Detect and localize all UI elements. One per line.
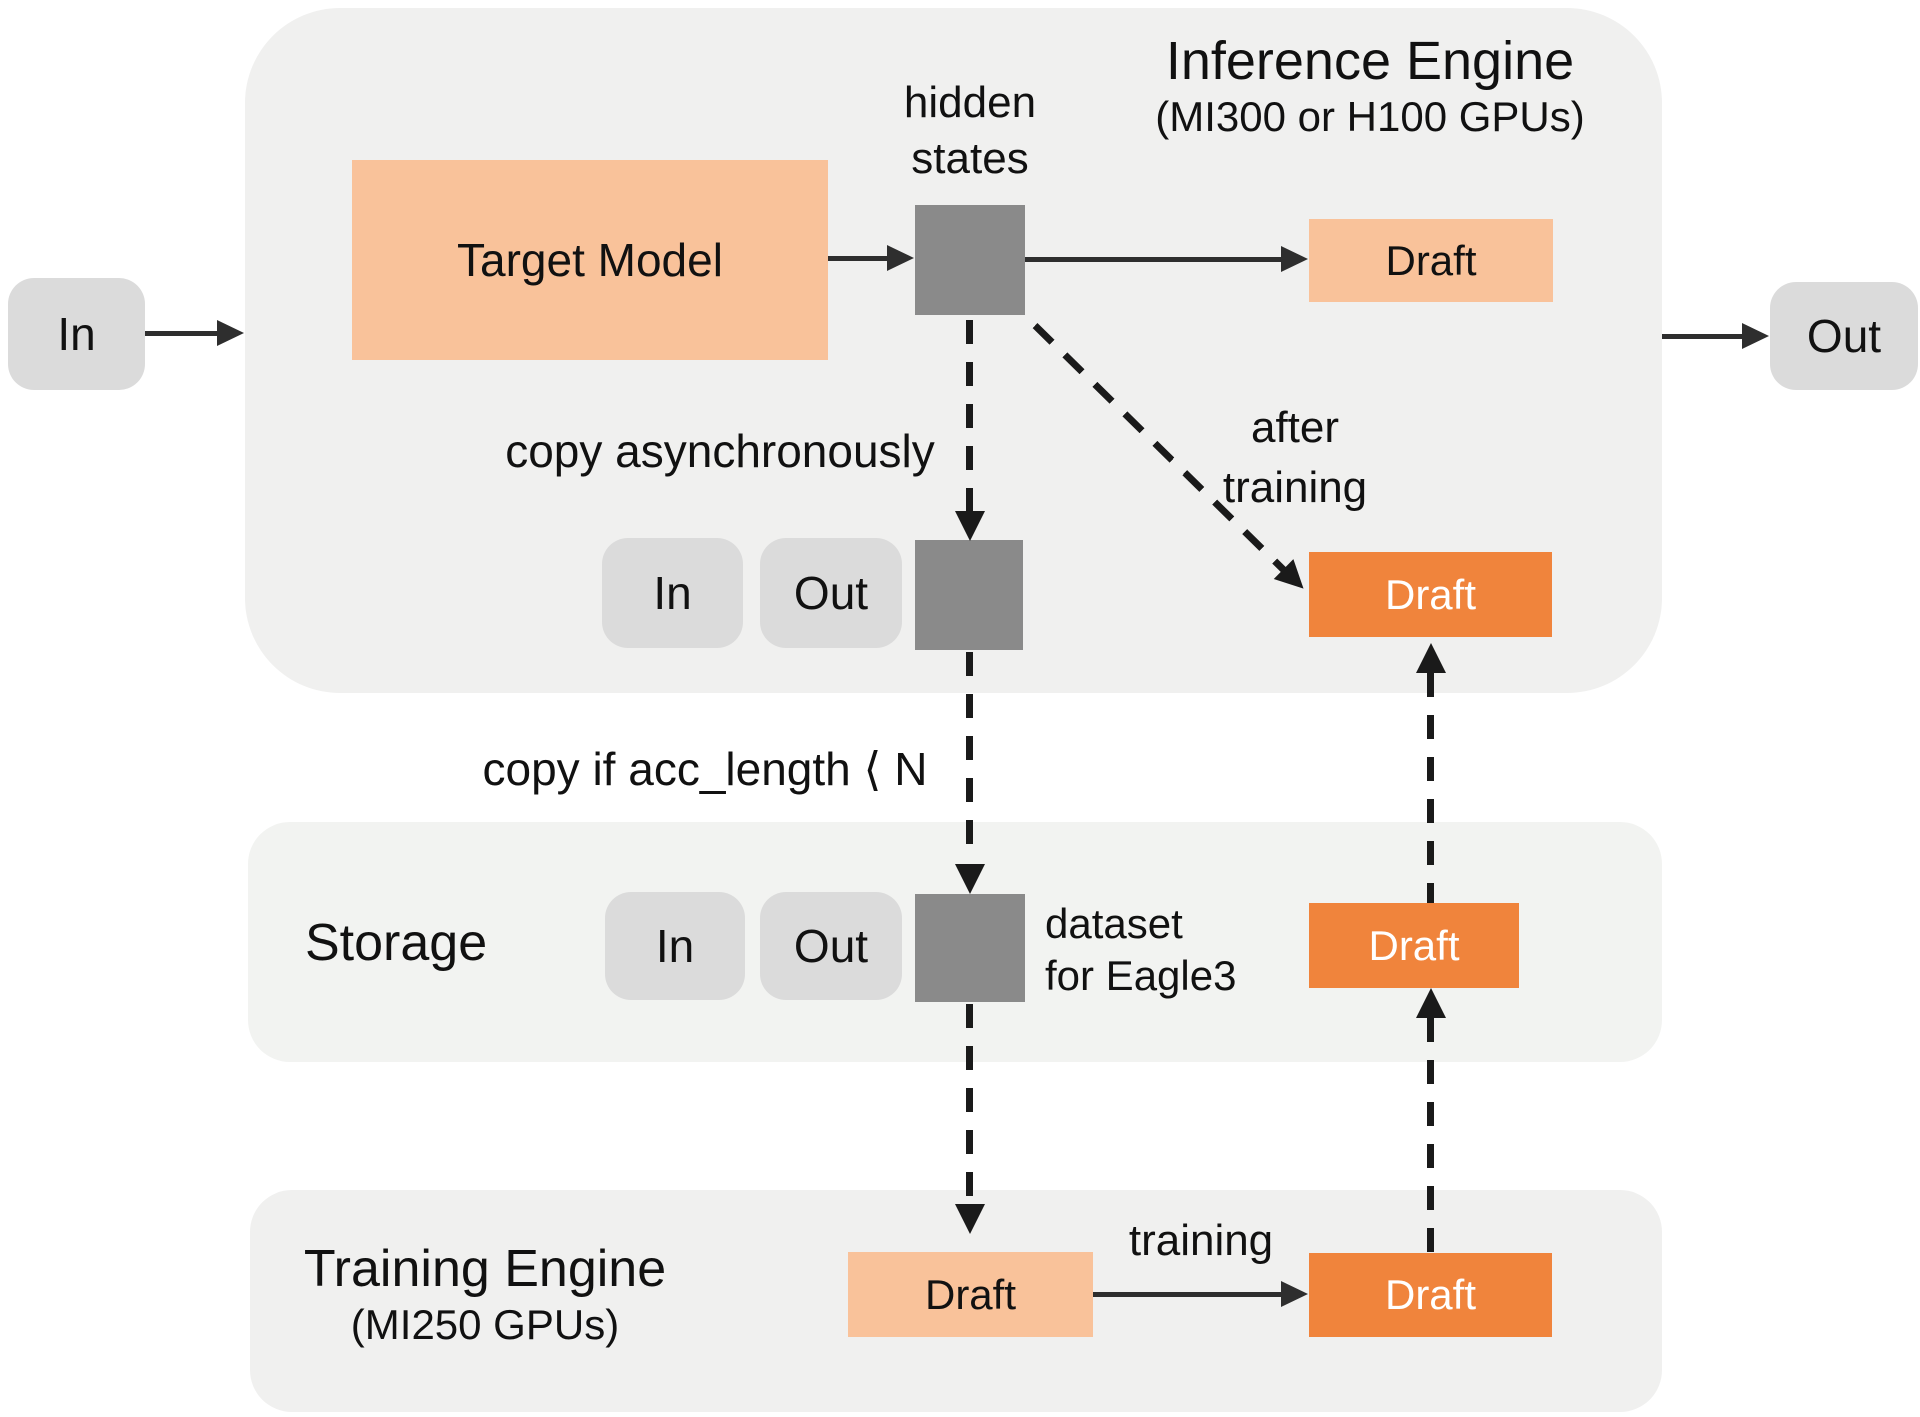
input-endpoint: In (8, 278, 145, 390)
dataset-caption: dataset for Eagle3 (1045, 898, 1305, 1002)
target-model-box: Target Model (352, 160, 828, 360)
dashed-storage-to-inference-arrowhead (1416, 643, 1446, 673)
storage-out-label: Out (793, 920, 869, 972)
training-arrow-label: training (1128, 1216, 1274, 1265)
dashed-copy-async-line (966, 320, 973, 512)
after-training-line2: training (1222, 463, 1368, 512)
inference-in-label: In (653, 567, 692, 619)
dataset-caption-line1: dataset (1045, 900, 1183, 947)
inference-in-box: In (602, 538, 743, 648)
copy-async-label: copy asynchronously (505, 425, 935, 477)
after-training-line1: after (1250, 403, 1340, 452)
dashed-training-to-storage-line (1427, 1018, 1434, 1253)
hidden-states-line1: hidden (903, 78, 1037, 127)
storage-in-label: In (655, 920, 695, 972)
training-draft-out-box: Draft (1309, 1253, 1552, 1337)
training-draft-in-box: Draft (848, 1252, 1093, 1337)
storage-draft-box: Draft (1309, 903, 1519, 988)
dashed-storage-to-training-line (966, 1004, 973, 1202)
dashed-training-to-storage-arrowhead (1416, 988, 1446, 1018)
arrow-target-to-hidden (828, 245, 914, 271)
inference-engine-subtitle: (MI300 or H100 GPUs) (1155, 93, 1585, 140)
hidden-states-square (915, 205, 1025, 315)
dashed-copy-async-arrowhead (955, 511, 985, 541)
inference-engine-title-block: Inference Engine (MI300 or H100 GPUs) (1130, 30, 1610, 142)
copy-condition-label: copy if acc_length ⟨ N (482, 743, 928, 795)
arrow-training-draft-to-draft (1093, 1281, 1308, 1307)
inference-engine-title: Inference Engine (1165, 31, 1575, 91)
arrow-hidden-to-draft (1025, 246, 1308, 272)
arrow-inference-to-out (1662, 323, 1769, 349)
draft-initial-label: Draft (1385, 236, 1477, 284)
inference-out-box: Out (760, 538, 902, 648)
target-model-label: Target Model (457, 234, 723, 286)
arrow-in-to-inference (145, 320, 244, 346)
inference-out-label: Out (793, 567, 869, 619)
output-endpoint-label: Out (1806, 310, 1882, 362)
training-engine-subtitle: (MI250 GPUs) (350, 1301, 620, 1348)
dataset-caption-line2: for Eagle3 (1045, 952, 1237, 999)
dashed-storage-to-inference-line (1427, 673, 1434, 903)
storage-in-box: In (605, 892, 745, 1000)
training-draft-in-label: Draft (924, 1270, 1016, 1318)
training-engine-title: Training Engine (303, 1240, 667, 1298)
hidden-states-line2: states (911, 134, 1029, 183)
draft-initial-box: Draft (1309, 219, 1553, 302)
storage-draft-label: Draft (1368, 921, 1460, 969)
dashed-copy-condition-arrowhead (955, 864, 985, 894)
input-endpoint-label: In (57, 308, 96, 360)
dashed-storage-to-training-arrowhead (955, 1204, 985, 1234)
draft-updated-label: Draft (1384, 570, 1476, 618)
output-endpoint: Out (1770, 282, 1918, 390)
hidden-states-label: hidden states (860, 75, 1080, 187)
storage-dataset-square (915, 894, 1025, 1002)
training-draft-out-label: Draft (1384, 1271, 1476, 1318)
dashed-copy-condition-line (966, 652, 973, 862)
draft-updated-box: Draft (1309, 552, 1552, 637)
training-engine-title-block: Training Engine (MI250 GPUs) (275, 1238, 695, 1350)
storage-title: Storage (305, 914, 488, 972)
after-training-label: after training (1165, 398, 1425, 518)
inference-hidden-copy-square (915, 540, 1023, 650)
storage-out-box: Out (760, 892, 902, 1000)
